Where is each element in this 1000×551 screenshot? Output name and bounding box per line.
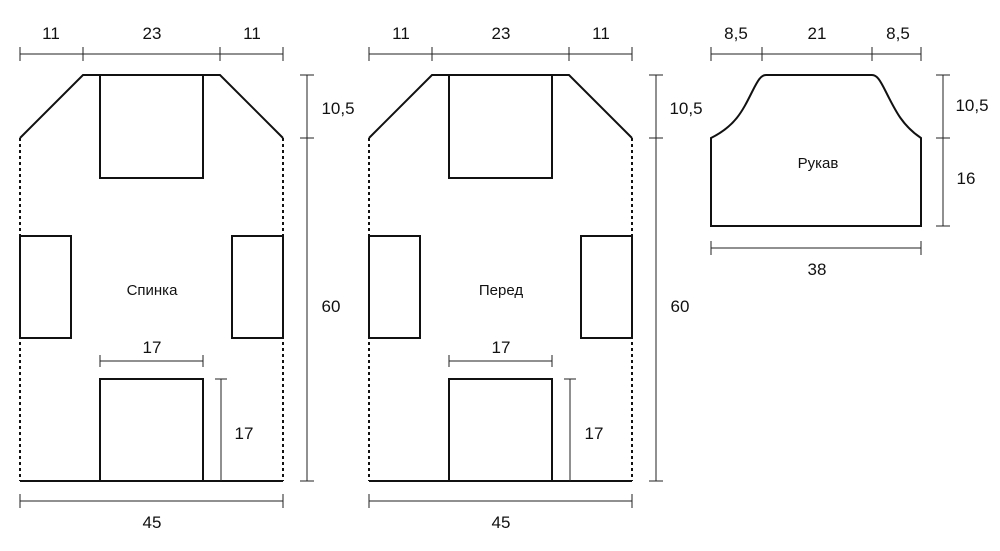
back-height-dimension: 10,5 60 [300,74,355,482]
front-top-width-left: 11 [392,24,410,43]
sleeve-bottom-dimension: 38 [710,241,922,279]
front-outline [368,74,633,482]
sleeve-cap-height: 10,5 [955,96,988,115]
front-pocket-width: 17 [492,338,511,357]
sleeve-piece: 8,5 21 8,5 10,5 16 38 Рукав [710,24,989,279]
front-neck-rect [448,74,553,179]
back-top-dimension: 11 23 11 [19,24,284,61]
front-pocket [448,378,553,482]
front-bottom-width: 45 [492,513,511,532]
back-shoulder-height: 10,5 [321,99,354,118]
front-top-width-right: 11 [592,24,610,43]
sleeve-top-width-center: 21 [808,24,827,43]
back-pocket [99,378,204,482]
back-pocket-width: 17 [143,338,162,357]
front-armhole-right [580,235,633,339]
back-outline [19,74,284,482]
back-pocket-height: 17 [235,424,254,443]
sleeve-outline [710,74,922,227]
back-top-width-left: 11 [42,24,60,43]
front-pocket-height-dimension: 17 [564,378,604,481]
sleeve-body-height: 16 [957,169,976,188]
front-pocket-width-dimension: 17 [448,338,553,367]
back-pocket-height-dimension: 17 [215,378,254,481]
sleeve-piece-label: Рукав [798,155,839,172]
back-top-width-center: 23 [143,24,162,43]
back-neck-rect [99,74,204,179]
front-height-dimension: 10,5 60 [649,74,703,482]
sleeve-top-width-right: 8,5 [886,24,910,43]
front-shoulder-height: 10,5 [669,99,702,118]
front-piece: 11 23 11 17 17 10,5 [368,24,703,532]
back-armhole-left [19,235,72,339]
front-top-width-center: 23 [492,24,511,43]
front-bottom-dimension: 45 [368,494,633,532]
back-bottom-dimension: 45 [19,494,284,532]
back-total-height: 60 [322,297,341,316]
front-top-dimension: 11 23 11 [368,24,633,61]
front-total-height: 60 [671,297,690,316]
back-armhole-right [231,235,284,339]
back-pocket-width-dimension: 17 [99,338,204,367]
front-piece-label: Перед [479,282,523,299]
back-piece: 11 23 11 17 17 [19,24,355,532]
front-pocket-height: 17 [585,424,604,443]
sleeve-top-width-left: 8,5 [724,24,748,43]
front-armhole-left [368,235,421,339]
back-bottom-width: 45 [143,513,162,532]
sleeve-top-dimension: 8,5 21 8,5 [710,24,922,61]
back-piece-label: Спинка [127,282,179,299]
sleeve-height-dimension: 10,5 16 [936,74,989,227]
back-top-width-right: 11 [243,24,261,43]
sleeve-bottom-width: 38 [808,260,827,279]
